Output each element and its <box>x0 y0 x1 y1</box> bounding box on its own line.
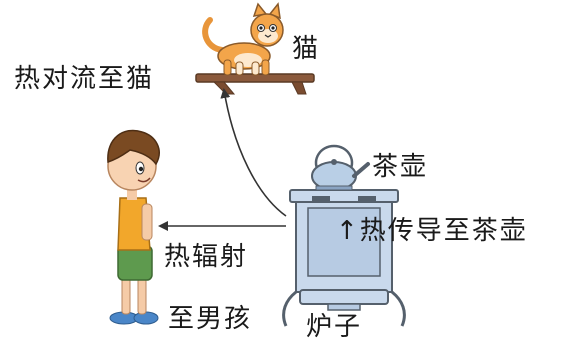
radiation-target-label: 至男孩 <box>168 304 253 334</box>
boy <box>107 129 160 325</box>
teapot <box>311 144 370 191</box>
convection-label: 热对流至猫 <box>14 64 155 94</box>
radiation-label: 热辐射 <box>164 242 249 272</box>
convection-arrow <box>220 88 287 217</box>
shelf <box>195 73 315 95</box>
cat <box>202 2 284 76</box>
stove-label: 炉子 <box>306 312 363 342</box>
stove <box>282 189 406 327</box>
teapot-label: 茶壶 <box>372 152 429 182</box>
cat-label: 猫 <box>292 34 321 64</box>
conduction-label: ↑热传导至茶壶 <box>336 216 528 246</box>
